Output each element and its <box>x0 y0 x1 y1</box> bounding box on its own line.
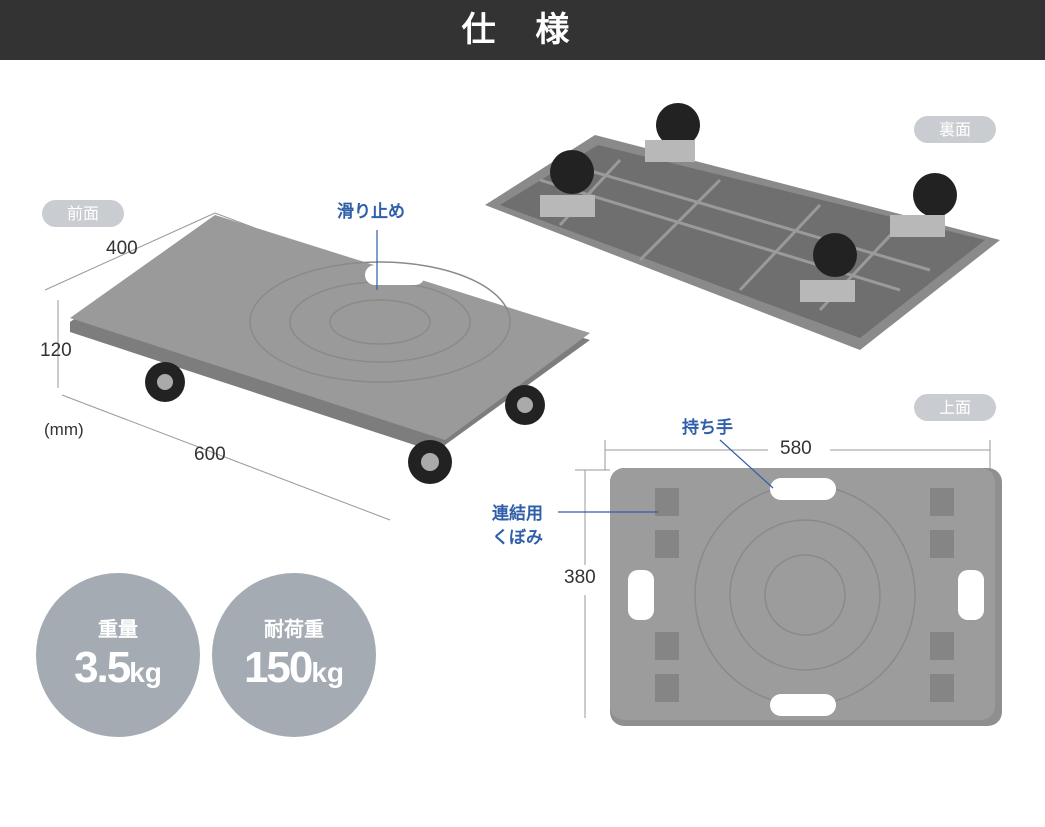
anti-slip-callout: 滑り止め <box>337 202 405 222</box>
front-height-dimension: 120 <box>40 340 72 361</box>
handle-callout: 持ち手 <box>682 418 733 438</box>
top-dimension-lines <box>575 440 991 718</box>
coupling-callout-line1: 連結用 <box>492 504 543 524</box>
weight-unit: kg <box>129 657 162 688</box>
coupling-callout: 連結用 くぼみ <box>492 502 543 550</box>
top-view-badge: 上面 <box>914 394 996 421</box>
load-capacity-unit: kg <box>311 657 345 688</box>
back-view-badge: 裏面 <box>914 116 996 143</box>
front-width-dimension: 600 <box>194 444 226 465</box>
load-capacity-spec-badge: 耐荷重 150kg <box>212 573 376 737</box>
coupling-callout-line2: くぼみ <box>492 528 543 548</box>
front-cart-image <box>70 215 590 484</box>
page-title: 仕 様 <box>0 0 1045 60</box>
front-depth-dimension: 400 <box>106 238 138 259</box>
load-capacity-label: 耐荷重 <box>264 617 324 641</box>
dimension-unit: (mm) <box>44 420 84 439</box>
weight-spec-badge: 重量 3.5kg <box>36 573 200 737</box>
back-cart-image <box>485 103 1000 350</box>
top-depth-dimension: 380 <box>564 567 596 588</box>
top-cart-image <box>558 439 1002 726</box>
load-capacity-value: 150 <box>243 643 313 692</box>
weight-label: 重量 <box>98 617 138 641</box>
top-width-dimension: 580 <box>780 438 812 459</box>
front-view-badge: 前面 <box>42 200 124 227</box>
weight-value: 3.5 <box>74 643 131 692</box>
